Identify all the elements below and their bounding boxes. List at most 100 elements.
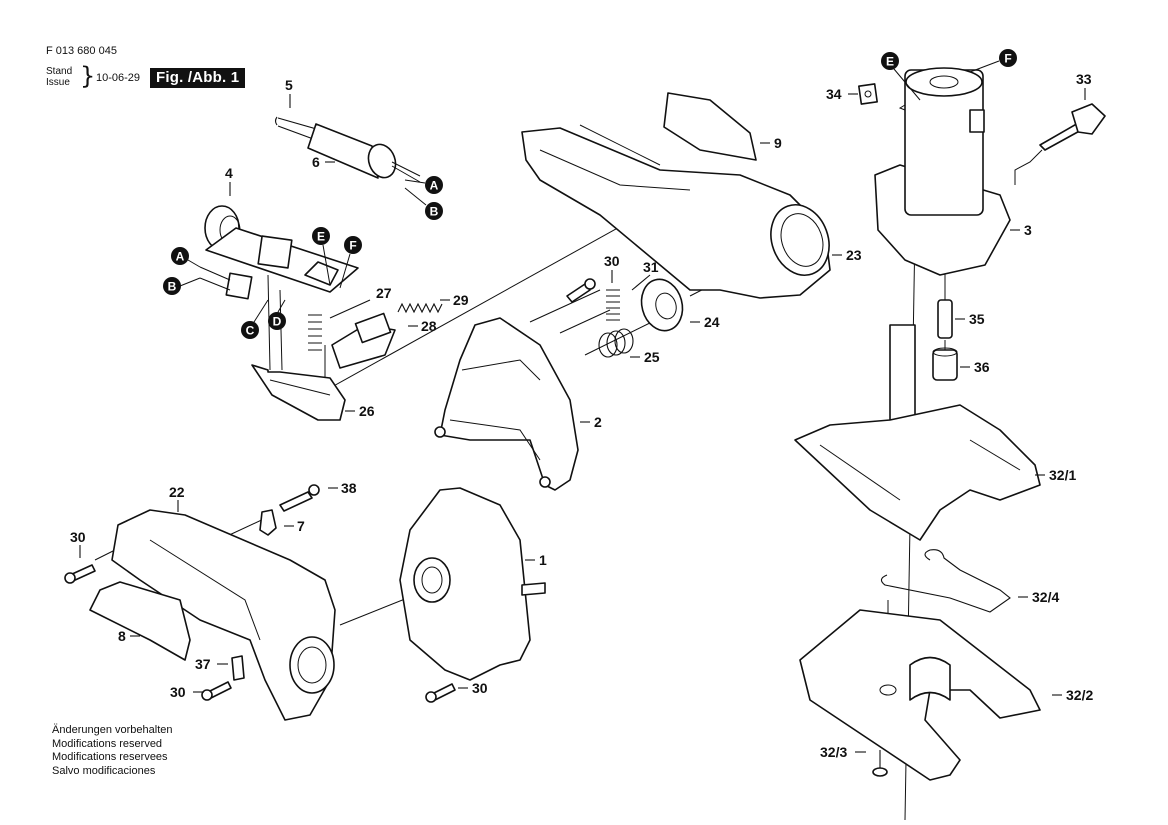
label-part-27: 27 bbox=[376, 285, 392, 301]
part-35-pin bbox=[937, 299, 953, 339]
figure-badge: Fig. /Abb. 1 bbox=[150, 68, 246, 88]
label-part-22: 22 bbox=[169, 484, 185, 500]
label-part-25: 25 bbox=[644, 349, 660, 365]
part-37-clip bbox=[231, 655, 245, 681]
connector-marker-motor-f: F bbox=[999, 49, 1017, 67]
label-part-30-bottom-left: 30 bbox=[170, 684, 186, 700]
part-24-bearing-plate bbox=[640, 278, 684, 332]
modification-notes: Änderungen vorbehalten Modifications res… bbox=[52, 724, 172, 778]
issue-date: 10-06-29 bbox=[96, 72, 141, 84]
note-de: Änderungen vorbehalten bbox=[52, 724, 173, 736]
label-part-8: 8 bbox=[118, 628, 126, 644]
connector-marker-board-e: E bbox=[312, 227, 330, 245]
label-part-6: 6 bbox=[312, 154, 320, 170]
part-30-screw-bottom bbox=[425, 683, 456, 703]
note-fr: Modifications reservees bbox=[52, 751, 168, 763]
part-7-clip bbox=[259, 509, 277, 536]
part-32-2-foot-plate bbox=[799, 609, 1041, 781]
label-leader-lines bbox=[79, 88, 1086, 753]
part-2-front-cover bbox=[434, 317, 579, 491]
label-part-37: 37 bbox=[195, 656, 211, 672]
svg-text:D: D bbox=[273, 315, 282, 329]
part-29-spring bbox=[397, 302, 443, 314]
part-22-handle bbox=[111, 509, 336, 721]
part-30-screw-left bbox=[64, 564, 96, 584]
label-part-4: 4 bbox=[225, 165, 233, 181]
label-part-24: 24 bbox=[704, 314, 720, 330]
label-part-7: 7 bbox=[297, 518, 305, 534]
label-part-33: 33 bbox=[1076, 71, 1092, 87]
connector-marker-board-b: B bbox=[163, 277, 181, 295]
part-23-housing-shell bbox=[521, 124, 831, 299]
part-26-switch-trigger bbox=[251, 364, 346, 421]
label-part-36: 36 bbox=[974, 359, 990, 375]
part-28-slider bbox=[331, 312, 396, 369]
part-32-4-wire-clip bbox=[880, 549, 1011, 613]
label-part-32-3: 32/3 bbox=[820, 744, 847, 760]
part-1-motor-housing bbox=[399, 487, 546, 681]
label-part-31: 31 bbox=[643, 259, 659, 275]
connector-marker-cable-b: B bbox=[425, 202, 443, 220]
label-part-35: 35 bbox=[969, 311, 985, 327]
label-part-32-1: 32/1 bbox=[1049, 467, 1076, 483]
label-part-9: 9 bbox=[774, 135, 782, 151]
part-3-motor-unit bbox=[874, 67, 1011, 276]
label-part-26: 26 bbox=[359, 403, 375, 419]
issue-label: Stand Issue bbox=[46, 66, 72, 88]
label-part-34: 34 bbox=[826, 86, 842, 102]
part-6-cable-sleeve bbox=[307, 123, 421, 183]
label-part-28: 28 bbox=[421, 318, 437, 334]
label-part-30-left: 30 bbox=[70, 529, 86, 545]
svg-text:A: A bbox=[430, 179, 439, 193]
part-5-cable bbox=[274, 116, 321, 141]
part-38-screw bbox=[279, 484, 320, 512]
svg-text:E: E bbox=[886, 55, 894, 69]
brace-glyph: } bbox=[80, 62, 96, 90]
svg-text:B: B bbox=[168, 280, 177, 294]
part-30-screw-upper bbox=[566, 278, 596, 303]
label-part-29: 29 bbox=[453, 292, 469, 308]
part-33-shaft-knob bbox=[1039, 103, 1106, 151]
part-32-3-screw bbox=[872, 750, 888, 777]
board-connector bbox=[199, 266, 253, 300]
label-part-2: 2 bbox=[594, 414, 602, 430]
connector-marker-motor-e: E bbox=[881, 52, 899, 70]
issue-label-de: Stand bbox=[46, 66, 73, 77]
note-es: Salvo modificaciones bbox=[52, 764, 156, 777]
part-number-labels: 5 6 4 9 23 3 34 33 35 36 32/1 32/4 32/2 … bbox=[70, 71, 1093, 760]
label-part-5: 5 bbox=[285, 77, 293, 93]
connector-marker-board-f: F bbox=[344, 236, 362, 254]
part-number: F 013 680 045 bbox=[46, 45, 117, 57]
part-8-grip-cover bbox=[89, 581, 191, 661]
svg-text:A: A bbox=[176, 250, 185, 264]
connector-markers: A B A B C D E F bbox=[163, 49, 1017, 339]
connector-marker-board-c: C bbox=[241, 321, 259, 339]
issue-label-en: Issue bbox=[46, 77, 70, 88]
svg-text:F: F bbox=[1004, 52, 1011, 66]
part-32-1-base-frame bbox=[794, 324, 1041, 541]
part-31-spring bbox=[606, 289, 620, 321]
note-en: Modifications reserved bbox=[52, 737, 163, 750]
label-part-32-2: 32/2 bbox=[1066, 687, 1093, 703]
connector-marker-board-a: A bbox=[171, 247, 189, 265]
part-9-label-plate bbox=[663, 92, 757, 161]
svg-text:C: C bbox=[246, 324, 255, 338]
part-30-screw-bottom-left bbox=[201, 681, 232, 701]
label-part-30-upper: 30 bbox=[604, 253, 620, 269]
part-36-bushing bbox=[932, 347, 958, 381]
label-part-23: 23 bbox=[846, 247, 862, 263]
connector-marker-cable-a: A bbox=[425, 176, 443, 194]
label-part-32-4: 32/4 bbox=[1032, 589, 1059, 605]
label-part-30-bottom: 30 bbox=[472, 680, 488, 696]
label-part-3: 3 bbox=[1024, 222, 1032, 238]
part-27-spring bbox=[308, 314, 322, 351]
svg-text:E: E bbox=[317, 230, 325, 244]
connector-marker-board-d: D bbox=[268, 312, 286, 330]
part-4-electronics-board bbox=[204, 205, 359, 293]
part-25-spring bbox=[598, 328, 634, 358]
part-34-washer bbox=[858, 83, 878, 105]
svg-text:F: F bbox=[349, 239, 356, 253]
label-part-1: 1 bbox=[539, 552, 547, 568]
label-part-38: 38 bbox=[341, 480, 357, 496]
